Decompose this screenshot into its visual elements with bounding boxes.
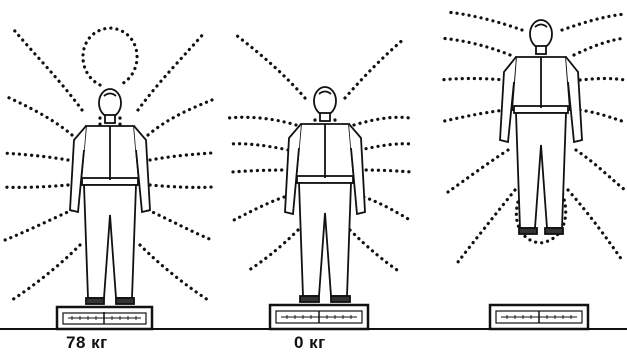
person-figure-left — [70, 89, 150, 304]
neck — [320, 113, 330, 121]
weight-label-left: 78 кг — [66, 333, 108, 353]
neck — [536, 46, 546, 54]
person-figure-right — [500, 20, 582, 234]
panel-left — [2, 28, 212, 329]
right-shoe — [331, 296, 350, 302]
neck — [105, 115, 115, 123]
legs — [299, 183, 351, 296]
left-shoe — [519, 228, 537, 234]
right-shoe — [116, 298, 134, 304]
scale-middle — [270, 305, 368, 329]
legs — [516, 113, 566, 228]
right-shoe — [545, 228, 563, 234]
scale-left — [57, 307, 152, 329]
panel-right — [440, 12, 625, 329]
panel-middle — [228, 35, 412, 329]
person-figure-middle — [285, 87, 365, 302]
scale-right — [490, 305, 588, 329]
weight-label-middle: 0 кг — [294, 333, 326, 353]
left-shoe — [86, 298, 104, 304]
legs — [84, 185, 136, 298]
left-shoe — [300, 296, 319, 302]
